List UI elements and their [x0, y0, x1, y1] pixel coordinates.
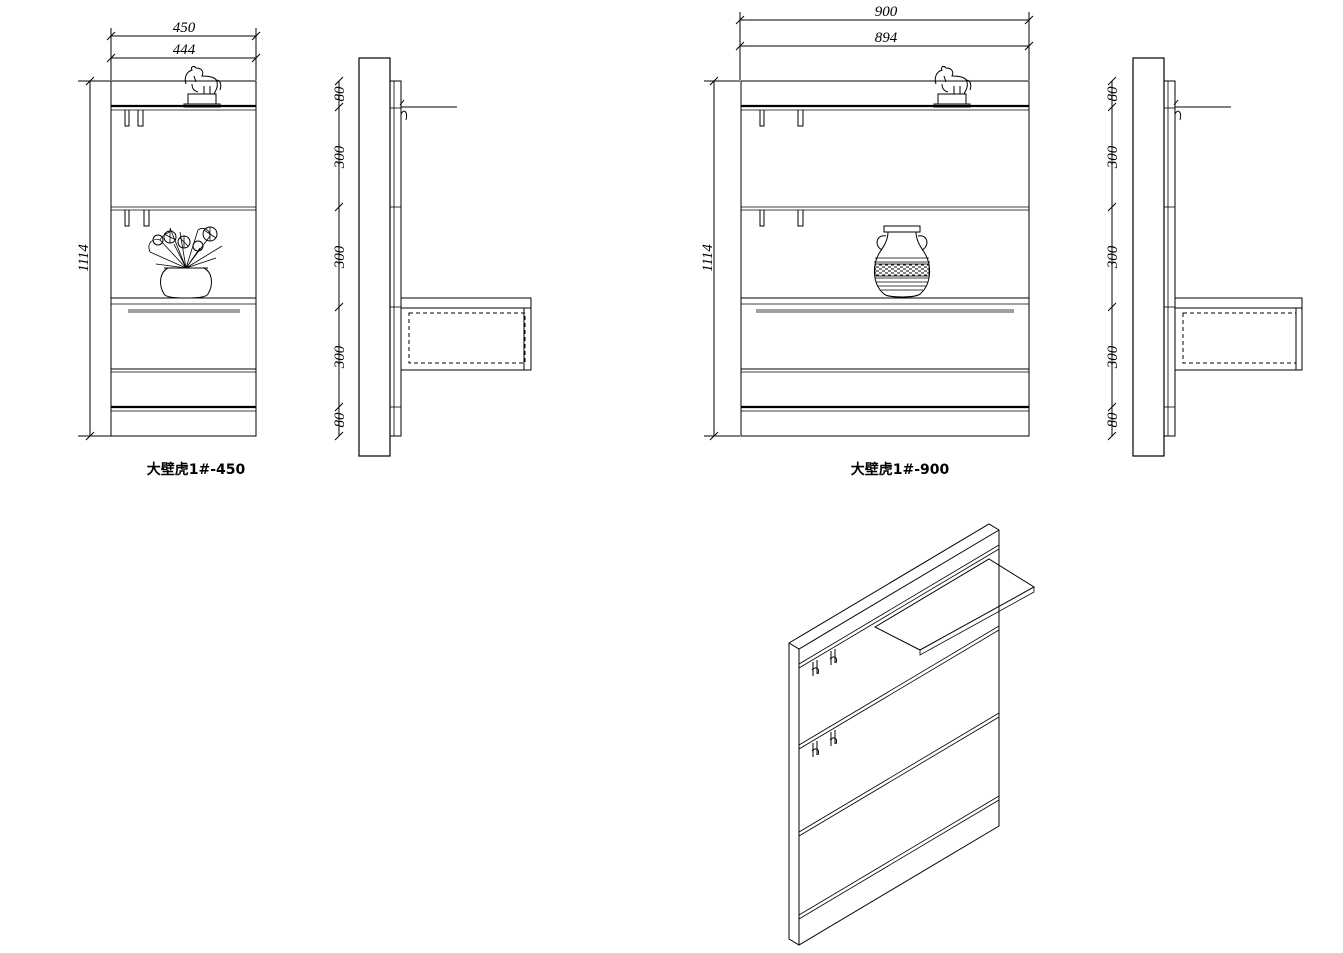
segment-label: 80: [1105, 86, 1121, 102]
side-view-450: 80 300 300 300 80: [332, 57, 532, 457]
coat-hook-icon: [811, 730, 837, 757]
segment-label: 300: [332, 345, 348, 369]
front-view-900: 900 894 1114: [700, 4, 1034, 478]
coat-hook-icon: [124, 210, 150, 227]
segment-label: 80: [332, 412, 348, 428]
front-view-450: 450 444 1114: [76, 20, 261, 478]
panel-edge: [1163, 80, 1176, 437]
coat-hook-icon: [759, 210, 804, 227]
overall-width-label: 900: [875, 4, 898, 20]
isometric-view: [788, 523, 1035, 946]
panel-edge: [389, 80, 402, 437]
dimension-height-450: 1114: [76, 76, 111, 441]
dimension-inner-width-900: 894: [735, 30, 1034, 51]
dimension-height-900: 1114: [700, 76, 740, 441]
inner-width-label: 444: [173, 42, 196, 58]
panel-outline: [110, 80, 257, 437]
segment-dimensions-450: 80 300 300 300 80: [332, 76, 348, 441]
concrete-wall-section: [1132, 57, 1165, 457]
dimension-inner-width-450: 444: [106, 42, 261, 63]
drawer-box: [400, 297, 532, 371]
inner-width-label: 894: [875, 30, 898, 46]
segment-label: 300: [1105, 345, 1121, 369]
concrete-wall-section: [358, 57, 391, 457]
coat-hook-icon: [124, 110, 144, 127]
horse-figurine-icon: [933, 66, 972, 108]
panel-outline: [740, 80, 1030, 437]
height-label: 1114: [76, 244, 92, 272]
drawing-title: 大壁虎1#-450: [147, 461, 246, 478]
segment-dimensions-900: 80 300 300 300 80: [1105, 76, 1121, 441]
drawer-box: [1174, 297, 1303, 371]
segment-label: 300: [1105, 145, 1121, 169]
dimension-overall-width-450: 450: [106, 20, 261, 80]
coat-hook-icon: [759, 110, 804, 127]
horse-figurine-icon: [183, 66, 222, 108]
segment-label: 300: [332, 245, 348, 269]
overall-width-label: 450: [173, 20, 196, 36]
height-label: 1114: [700, 244, 716, 272]
segment-label: 80: [1105, 412, 1121, 428]
striped-vase-icon: [874, 225, 930, 298]
segment-label: 300: [332, 145, 348, 169]
side-view-900: 80 300 300 300 80: [1105, 57, 1303, 457]
potted-plant-icon: [148, 226, 223, 299]
coat-hook-icon: [811, 649, 837, 676]
drawing-title: 大壁虎1#-900: [851, 461, 950, 478]
segment-label: 80: [332, 86, 348, 102]
segment-label: 300: [1105, 245, 1121, 269]
